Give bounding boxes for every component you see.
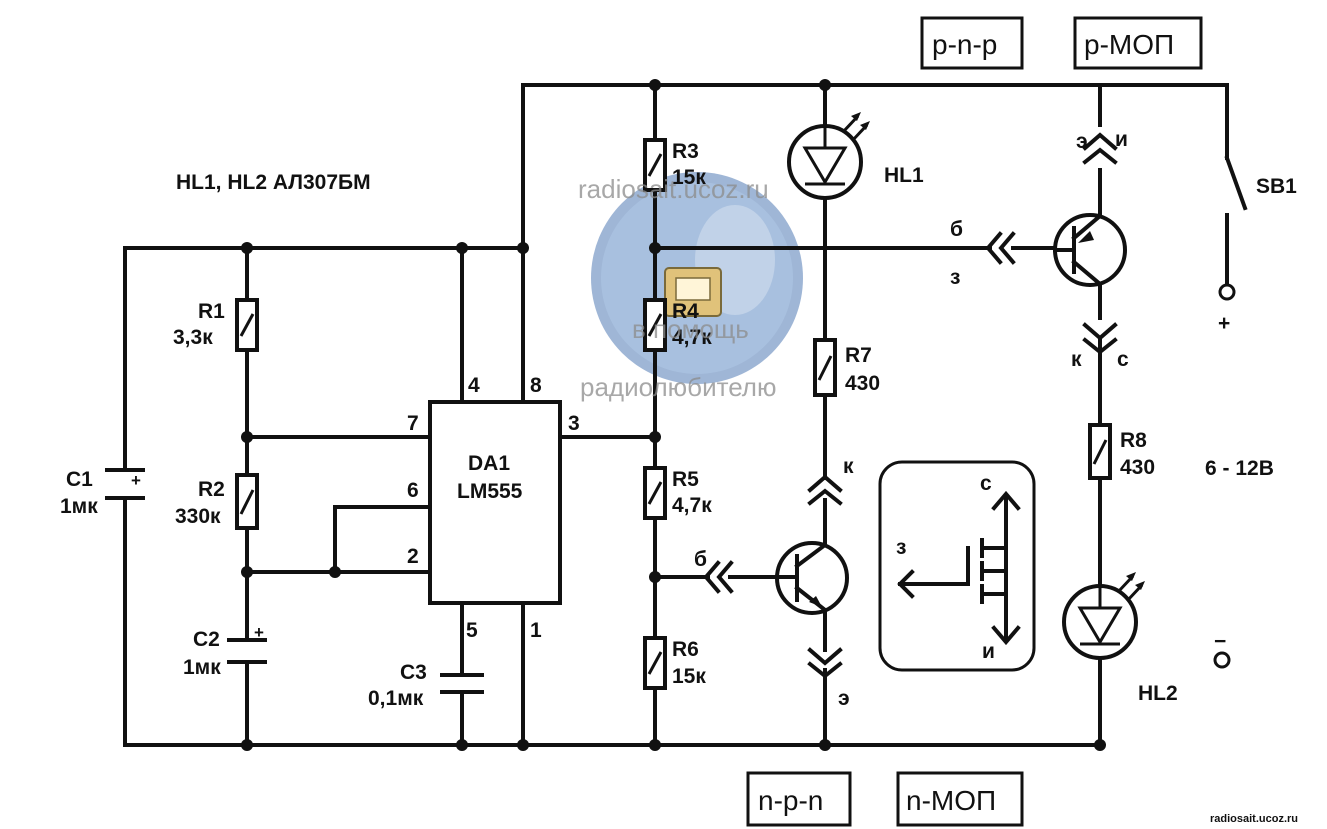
svg-text:з: з (896, 536, 906, 559)
box-npn: n-p-n (746, 771, 852, 827)
resistor-r2: R2 330к (175, 473, 259, 530)
svg-text:p-n-p: p-n-p (932, 29, 997, 60)
svg-text:2: 2 (407, 545, 419, 568)
svg-text:5: 5 (466, 619, 478, 642)
mosfet-inset: с з и (878, 460, 1036, 672)
svg-text:R2: R2 (198, 478, 225, 501)
watermark-line1: в помощь (632, 314, 749, 344)
svg-text:+: + (254, 623, 264, 642)
svg-text:HL2: HL2 (1138, 682, 1178, 705)
svg-text:+: + (131, 471, 141, 490)
svg-text:и: и (982, 640, 995, 663)
svg-text:э: э (1076, 130, 1088, 153)
svg-text:6 - 12В: 6 - 12В (1205, 457, 1274, 480)
svg-text:б: б (950, 218, 963, 241)
svg-text:430: 430 (1120, 456, 1155, 479)
box-nmos: n-МОП (896, 771, 1024, 827)
svg-text:430: 430 (845, 372, 880, 395)
svg-text:n-МОП: n-МОП (906, 785, 996, 816)
svg-text:R5: R5 (672, 468, 699, 491)
junction-dots (241, 79, 1106, 751)
svg-text:R7: R7 (845, 344, 872, 367)
svg-text:15к: 15к (672, 166, 706, 189)
svg-text:DA1: DA1 (468, 452, 510, 475)
svg-text:4,7к: 4,7к (672, 326, 712, 349)
watermark-line2: радиолюбителю (580, 372, 776, 402)
svg-text:з: з (950, 266, 960, 289)
resistor-r6: R6 15к (643, 636, 706, 690)
svg-text:R6: R6 (672, 638, 699, 661)
svg-text:LM555: LM555 (457, 480, 523, 503)
svg-text:1: 1 (530, 619, 542, 642)
svg-text:C1: C1 (66, 468, 93, 491)
svg-text:330к: 330к (175, 505, 221, 528)
svg-text:8: 8 (530, 374, 542, 397)
svg-text:C3: C3 (400, 661, 427, 684)
svg-text:−: − (1214, 630, 1226, 653)
svg-text:7: 7 (407, 412, 419, 435)
svg-text:R4: R4 (672, 300, 699, 323)
svg-text:R1: R1 (198, 300, 225, 323)
footer-url: radiosait.ucoz.ru (1210, 813, 1298, 825)
resistor-r8: R8 430 (1088, 423, 1155, 480)
ic-pin-labels: 4 8 7 6 2 3 5 1 (407, 374, 580, 642)
capacitor-c1: + C1 1мк (60, 468, 145, 518)
svg-text:+: + (1218, 312, 1230, 335)
svg-text:15к: 15к (672, 665, 706, 688)
svg-text:3,3к: 3,3к (173, 326, 213, 349)
switch-sb1: SB1 (1256, 175, 1297, 198)
svg-text:4: 4 (468, 374, 480, 397)
svg-text:0,1мк: 0,1мк (368, 687, 424, 710)
watermark-site: radiosait.ucoz.ru (578, 174, 769, 204)
resistor-r1: R1 3,3к (173, 298, 259, 352)
ic-da1: DA1 LM555 (428, 400, 562, 605)
resistor-r5: R5 4,7к (643, 466, 712, 520)
svg-text:к: к (843, 455, 854, 478)
svg-text:к: к (1071, 348, 1082, 371)
svg-text:C2: C2 (193, 628, 220, 651)
resistor-r7: R7 430 (813, 338, 880, 397)
resistor-r3: R3 15к (643, 138, 706, 192)
svg-text:R8: R8 (1120, 429, 1147, 452)
box-pnp: p-n-p (920, 16, 1024, 70)
transistor-bottom: к б э (694, 455, 854, 710)
led-hl1: HL1 (787, 112, 924, 200)
resistor-r4: R4 4,7к (643, 298, 712, 352)
svg-text:б: б (694, 548, 707, 571)
svg-text:с: с (980, 472, 992, 495)
capacitor-c3: C3 0,1мк (368, 661, 484, 710)
svg-text:3: 3 (568, 412, 580, 435)
svg-text:6: 6 (407, 479, 419, 502)
led-hl2: HL2 (1062, 572, 1178, 705)
svg-text:n-p-n: n-p-n (758, 785, 823, 816)
transistor-top: э и б з к с (950, 128, 1129, 371)
svg-text:э: э (838, 687, 850, 710)
svg-text:SB1: SB1 (1256, 175, 1297, 198)
capacitor-c2: + C2 1мк (183, 623, 267, 679)
box-pmos: p-МОП (1073, 16, 1203, 70)
svg-text:p-МОП: p-МОП (1084, 29, 1174, 60)
svg-text:с: с (1117, 348, 1129, 371)
svg-text:4,7к: 4,7к (672, 494, 712, 517)
supply-terminals: + − 6 - 12В (1205, 283, 1274, 669)
svg-text:1мк: 1мк (60, 495, 98, 518)
component-note: HL1, HL2 АЛ307БМ (176, 171, 371, 194)
svg-text:HL1: HL1 (884, 164, 924, 187)
svg-text:и: и (1115, 128, 1128, 151)
svg-text:1мк: 1мк (183, 656, 221, 679)
svg-text:R3: R3 (672, 140, 699, 163)
